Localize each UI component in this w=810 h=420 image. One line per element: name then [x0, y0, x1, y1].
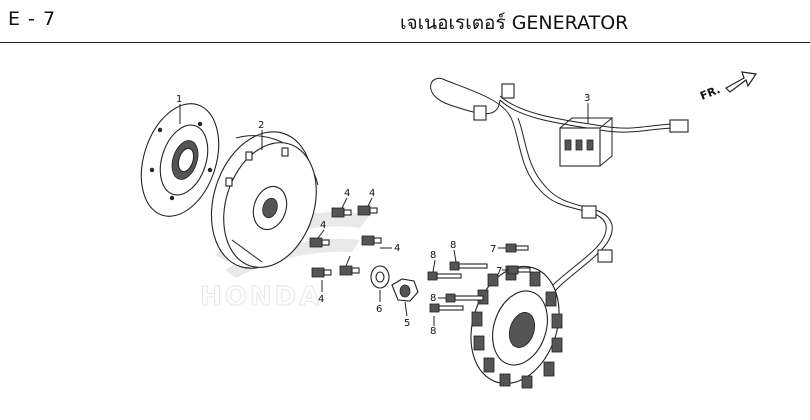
- header-rule: [0, 42, 810, 43]
- page-code: E - 7: [8, 8, 57, 30]
- flywheel-rotor-part[interactable]: [195, 119, 332, 282]
- callout-8d: 8: [430, 326, 436, 337]
- callout-2: 2: [258, 120, 264, 131]
- stator-part[interactable]: [457, 255, 574, 395]
- honda-wing-watermark: HONDA: [200, 211, 370, 313]
- callout-4e: 4: [318, 294, 324, 305]
- bolt-group-8[interactable]: [427, 261, 488, 313]
- callout-4b: 4: [369, 188, 375, 199]
- callout-3: 3: [584, 93, 590, 104]
- wire-harness-part[interactable]: [430, 77, 689, 303]
- honda-watermark-text: HONDA: [200, 282, 322, 312]
- callout-labels: 1 2 3 4 4 4 4 4 5 6 7 7 8 8 8 8: [176, 93, 590, 337]
- callout-7a: 7: [490, 244, 496, 255]
- callout-8c: 8: [430, 293, 436, 304]
- bolt-group-7[interactable]: [505, 243, 531, 275]
- callout-5: 5: [404, 318, 410, 329]
- front-direction-label: FR.: [698, 83, 722, 103]
- callout-7b: 7: [496, 266, 502, 277]
- leader-lines: [179, 103, 589, 326]
- front-arrow-icon: [725, 71, 758, 93]
- flywheel-nut-part[interactable]: [391, 278, 419, 302]
- starter-clutch-part[interactable]: [128, 94, 232, 227]
- callout-4c: 4: [320, 220, 326, 231]
- callout-8a: 8: [450, 240, 456, 251]
- callout-4d: 4: [394, 243, 400, 254]
- callout-4a: 4: [344, 188, 350, 199]
- callout-1: 1: [176, 94, 182, 105]
- page-title: เจเนอเรเตอร์ GENERATOR: [400, 12, 629, 34]
- washer-part[interactable]: [370, 265, 390, 289]
- bolt-group-4[interactable]: [309, 205, 382, 278]
- front-direction-indicator: FR.: [698, 71, 758, 103]
- callout-6: 6: [376, 304, 382, 315]
- callout-8b: 8: [430, 250, 436, 261]
